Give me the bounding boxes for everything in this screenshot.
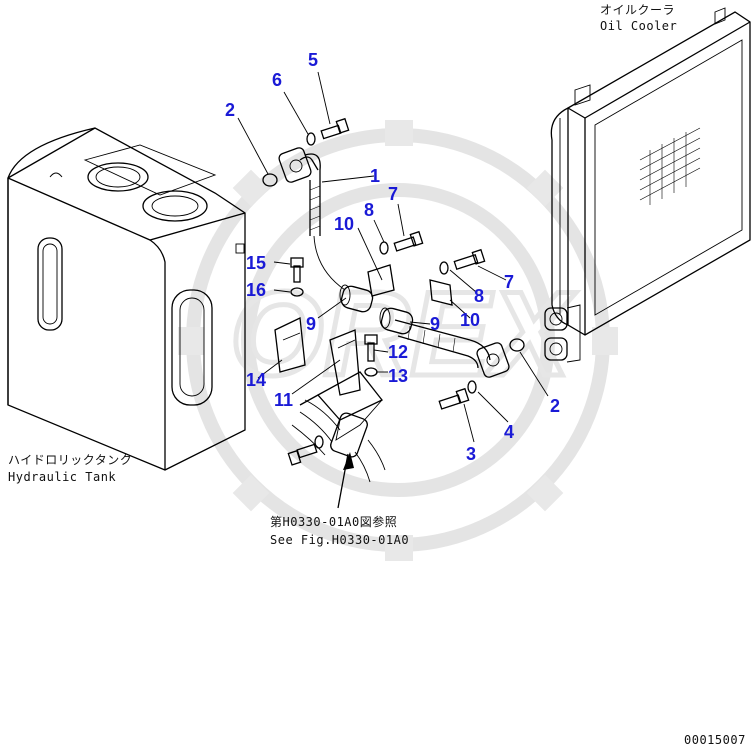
callouts: 1 2 2 3 4 5 6 7 7 8 8 9 9 10 10 11 12 13… [225,50,560,464]
callout-4: 4 [504,422,514,442]
clamp-bushings [339,264,453,335]
callout-1: 1 [370,166,380,186]
callout-10a: 10 [334,214,354,234]
callout-9a: 9 [306,314,316,334]
oil-cooler-label-en: Oil Cooler [600,19,677,33]
callout-6: 6 [272,70,282,90]
brackets [274,317,384,441]
captions: オイルクーラ Oil Cooler ハイドロリックタンク Hydraulic T… [8,3,746,747]
drawing-number: 00015007 [684,733,746,747]
callout-14: 14 [246,370,266,390]
hydraulic-tank-drawing [7,127,246,471]
see-fig-label-jp: 第H0330-01A0図参照 [270,514,397,529]
callout-12: 12 [388,342,408,362]
callout-9b: 9 [430,314,440,334]
callout-11: 11 [274,390,293,410]
callout-2b: 2 [550,396,560,416]
callout-2a: 2 [225,100,235,120]
callout-13: 13 [388,366,408,386]
hose-pipe [394,319,510,378]
hydraulic-tank-label-jp: ハイドロリックタンク [8,453,132,467]
callout-15: 15 [246,253,266,273]
callout-16: 16 [246,280,266,300]
callout-5: 5 [308,50,318,70]
leader-lines [237,71,549,443]
bolts-washers [262,117,525,466]
callout-10b: 10 [460,310,480,330]
oil-cooler-label-jp: オイルクーラ [600,3,675,17]
see-fig-label-en: See Fig.H0330-01A0 [270,533,409,547]
callout-8b: 8 [474,286,484,306]
oil-cooler-drawing [544,7,751,363]
see-fig-arrow [337,452,354,509]
callout-8a: 8 [364,200,374,220]
callout-7a: 7 [388,184,398,204]
callout-3: 3 [466,444,476,464]
callout-7b: 7 [504,272,514,292]
lower-hoses [291,399,386,483]
hose-1 [278,147,346,291]
hydraulic-tank-label-en: Hydraulic Tank [8,470,116,484]
